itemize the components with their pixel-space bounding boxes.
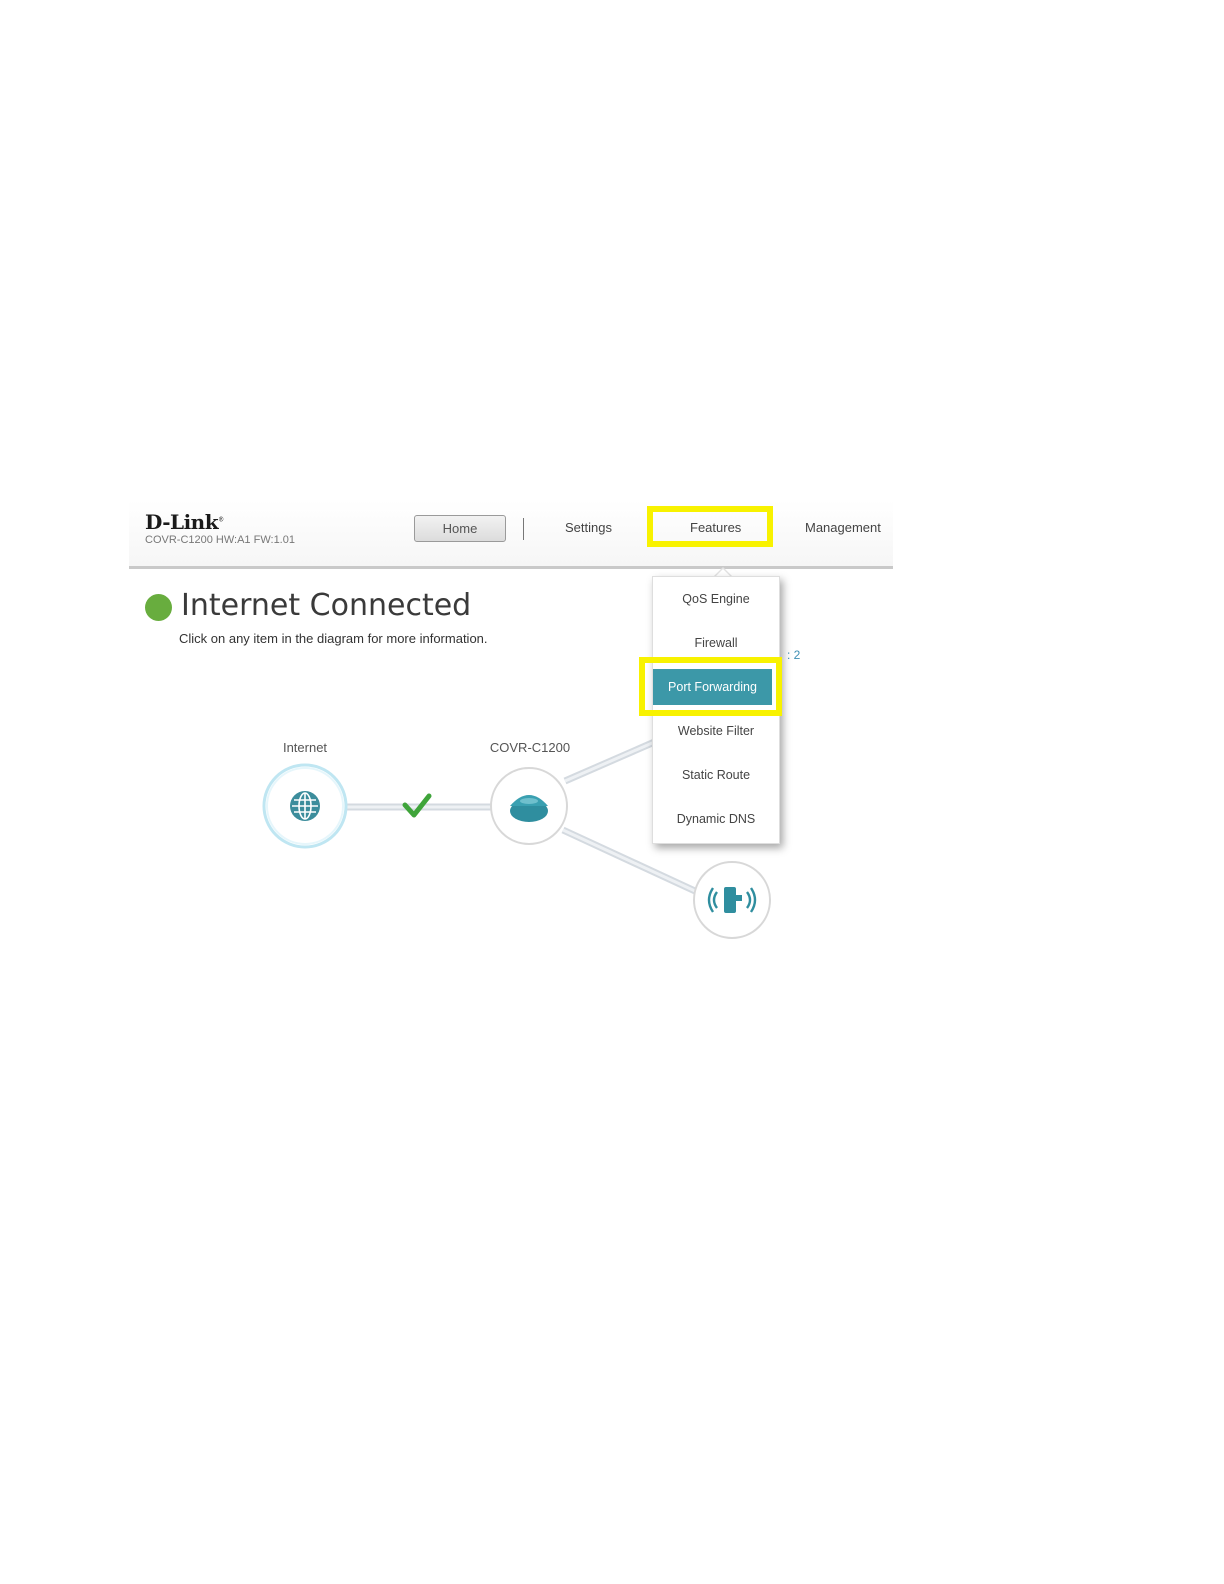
menu-item-firewall[interactable]: Firewall — [653, 636, 779, 650]
router-admin-screenshot: D-Link® COVR-C1200 HW:A1 FW:1.01 Home Se… — [129, 500, 893, 950]
menu-item-static-route[interactable]: Static Route — [653, 768, 779, 782]
menu-item-qos-engine[interactable]: QoS Engine — [653, 592, 779, 606]
internet-label: Internet — [245, 740, 365, 755]
port-forwarding-highlight-box — [639, 657, 782, 716]
globe-icon — [290, 791, 320, 821]
router-label: COVR-C1200 — [470, 740, 590, 755]
internet-node[interactable] — [264, 765, 346, 847]
menu-item-dynamic-dns[interactable]: Dynamic DNS — [653, 812, 779, 826]
menu-item-website-filter[interactable]: Website Filter — [653, 724, 779, 738]
router-node[interactable] — [491, 768, 567, 844]
extender-node[interactable] — [694, 862, 770, 938]
